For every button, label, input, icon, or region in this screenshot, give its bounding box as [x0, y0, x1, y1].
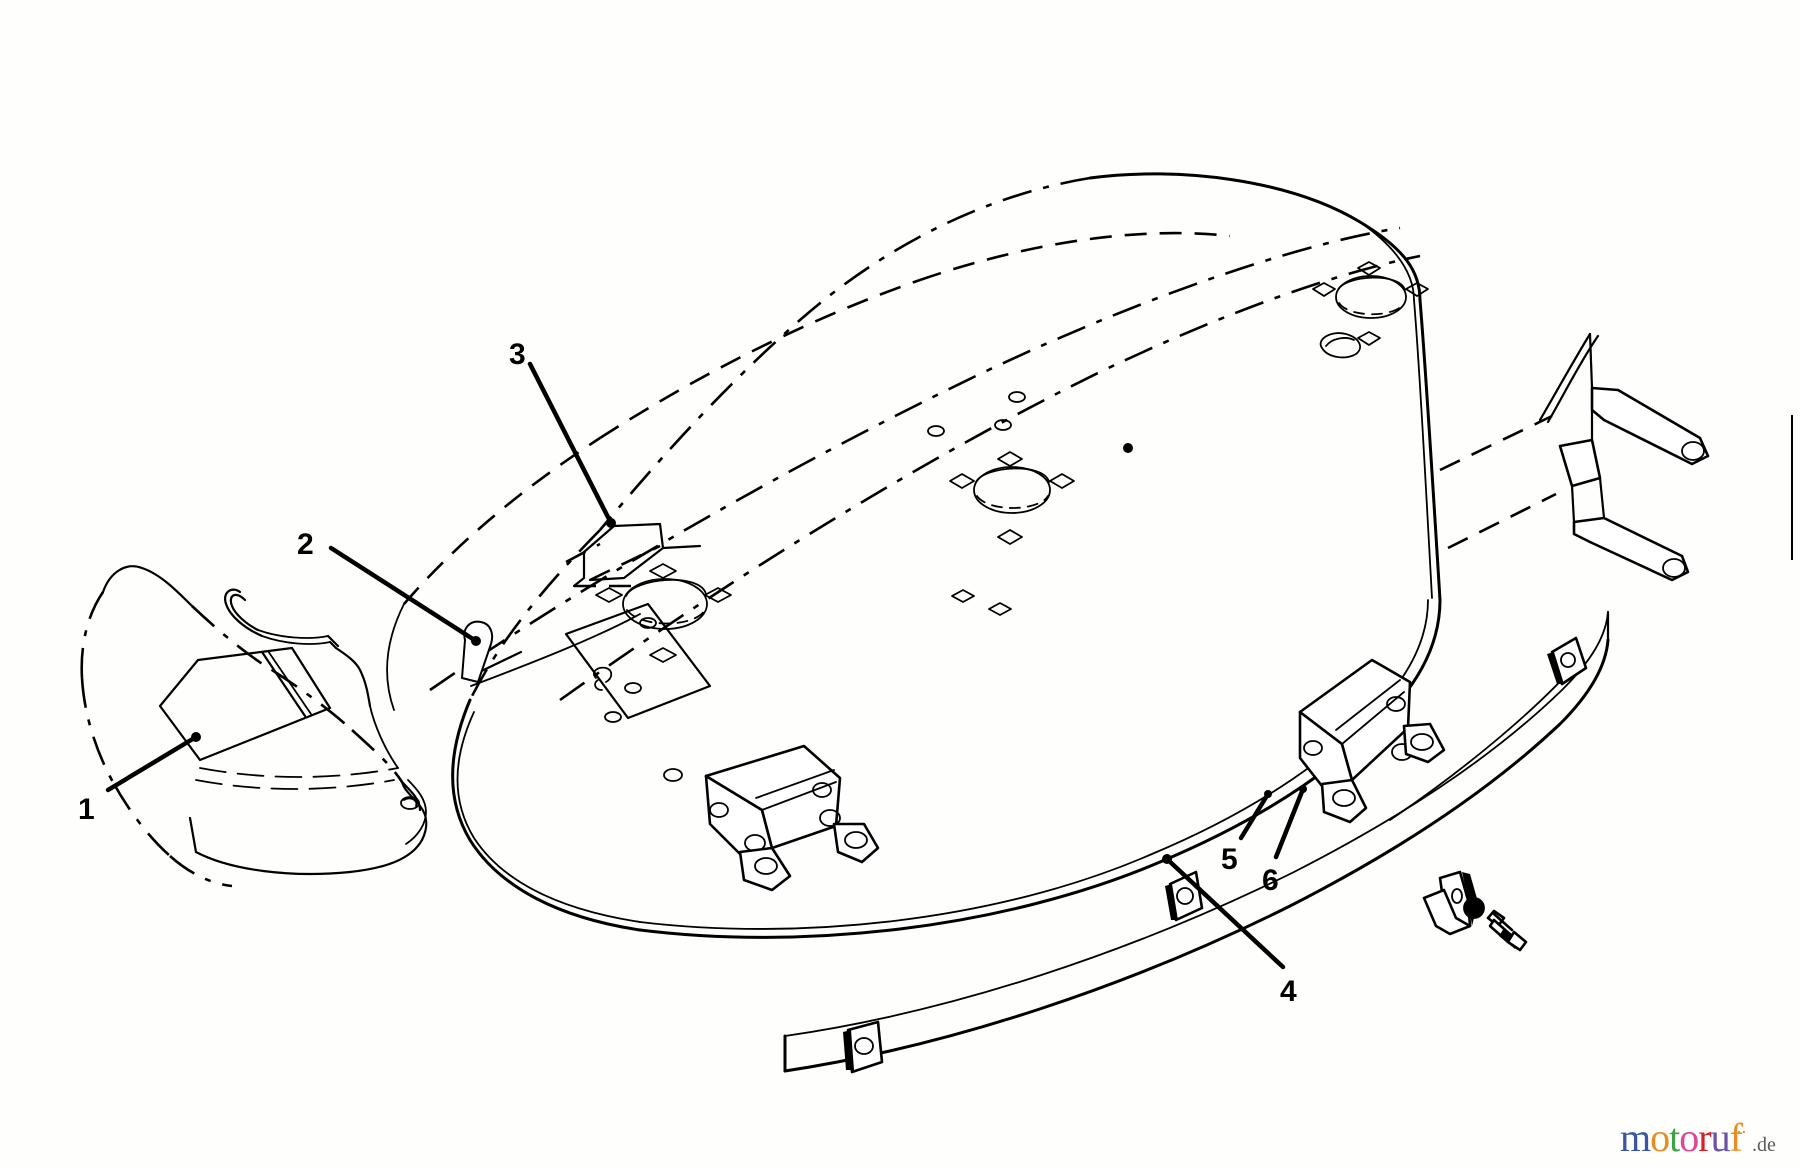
logo-letter-o1: o — [1650, 1115, 1670, 1160]
leader-4 — [1164, 856, 1286, 970]
deck-hook-feature — [593, 666, 613, 691]
discharge-deflector-shield-1 — [80, 565, 428, 888]
deflector-hinge-ear — [224, 588, 340, 650]
deck-front-tab-handle — [461, 613, 641, 687]
logo-letter-u: u — [1710, 1115, 1731, 1160]
leader-5 — [1238, 791, 1271, 841]
mounting-clip-bracket-5 — [1422, 870, 1485, 936]
bumper-clip-a — [843, 1020, 884, 1074]
callout-number-6[interactable]: 6 — [1262, 864, 1279, 897]
logo-letter-r: r — [1698, 1115, 1711, 1160]
deck-mount-tab-bracket-3 — [572, 522, 702, 588]
deck-holes — [604, 391, 1133, 782]
leader-6 — [1273, 786, 1306, 860]
spindle-mount-center — [949, 451, 1075, 545]
callout-leader-lines — [105, 361, 1307, 970]
leader-1 — [105, 734, 199, 793]
deck-slot-hole — [1319, 332, 1361, 359]
logo-letter-t: t — [1669, 1115, 1680, 1160]
motoruf-watermark: motoruf․․.de — [1620, 1118, 1776, 1158]
deck-decal-plate-2 — [564, 602, 712, 720]
logo-suffix: .de — [1751, 1134, 1776, 1156]
callout-number-3[interactable]: 3 — [509, 338, 526, 371]
logo-dot-icon: ․․ — [1735, 1117, 1747, 1137]
hex-bolt-6 — [1486, 909, 1528, 952]
callout-number-2[interactable]: 2 — [297, 528, 314, 561]
logo-letter-o2: o — [1679, 1115, 1699, 1160]
leader-2 — [328, 545, 479, 644]
right-side-lift-arm-upper — [1538, 332, 1710, 582]
front-lift-bracket-right — [1298, 658, 1446, 824]
mower-deck-body — [386, 172, 1710, 1074]
leader-3 — [527, 361, 614, 526]
front-lift-bracket-left — [704, 744, 880, 892]
bumper-clip-c — [1547, 636, 1588, 686]
callout-number-4[interactable]: 4 — [1280, 975, 1297, 1008]
front-bumper-guard-4 — [783, 610, 1610, 1074]
spindle-mount-left — [595, 563, 732, 663]
logo-letter-m: m — [1620, 1115, 1651, 1160]
spindle-mount-right — [1312, 261, 1429, 346]
callout-number-1[interactable]: 1 — [78, 793, 95, 826]
logo-letter-f: f — [1729, 1115, 1743, 1160]
callout-number-5[interactable]: 5 — [1221, 843, 1238, 876]
deflector-inner-panel — [158, 646, 332, 762]
bumper-clip-b — [1165, 870, 1204, 922]
